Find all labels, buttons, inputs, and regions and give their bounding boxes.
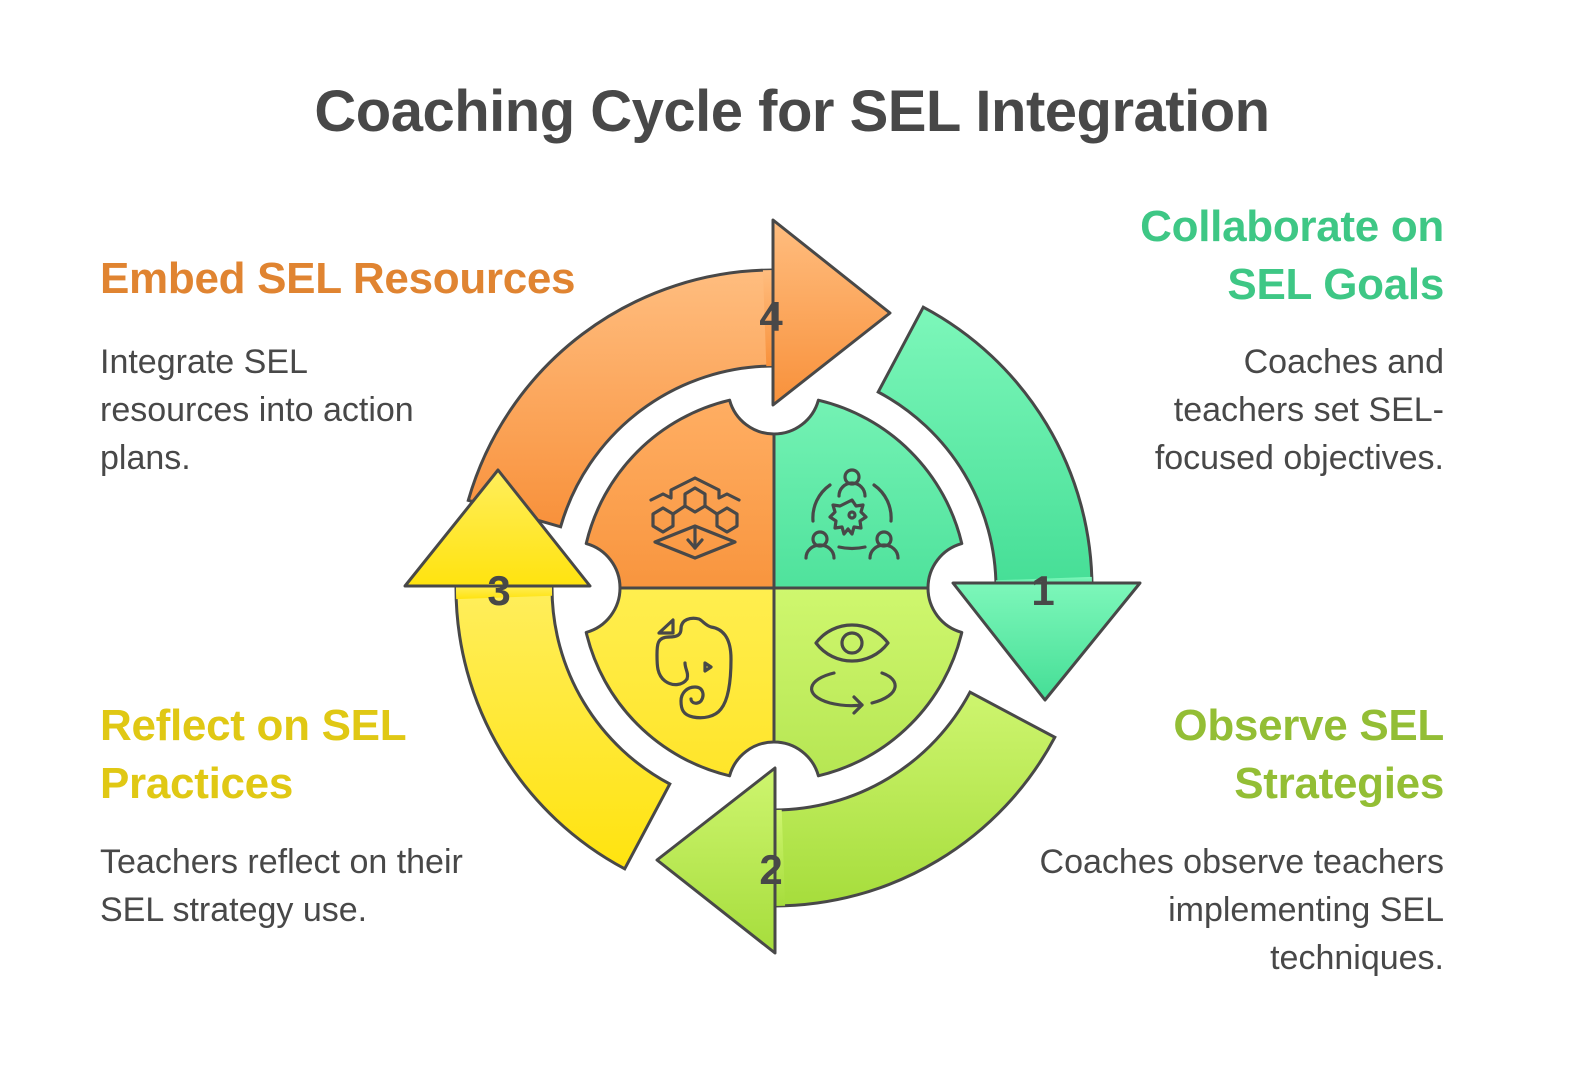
step-2-desc-line: implementing SEL	[1168, 891, 1444, 929]
step-4-description: Integrate SEL resources into action plan…	[100, 338, 414, 482]
step-4-desc-line: plans.	[100, 439, 191, 477]
step-3-pie-segment	[584, 586, 776, 778]
step-4-title-line: Embed SEL Resources	[100, 254, 576, 303]
step-3-title: Reflect on SEL Practices	[100, 697, 407, 813]
elephant-icon	[655, 616, 733, 720]
step-1-desc-line: focused objectives.	[1154, 439, 1444, 477]
step-1-title: Collaborate on SEL Goals	[1140, 198, 1444, 314]
center-pie	[584, 398, 964, 778]
page-title: Coaching Cycle for SEL Integration	[314, 79, 1270, 144]
step-2-desc-line: Coaches observe teachers	[1039, 843, 1444, 881]
step-2-title-line: Observe SEL	[1173, 701, 1444, 750]
step-4-desc-line: Integrate SEL	[100, 343, 308, 381]
step-2-title: Observe SEL Strategies	[1173, 697, 1444, 813]
hexagon-network-icon	[649, 476, 741, 560]
step-3-description: Teachers reflect on their SEL strategy u…	[100, 838, 463, 934]
step-1-arrow-head	[951, 581, 1142, 702]
step-4-pie-segment	[584, 398, 776, 590]
step-4-number: 4	[759, 293, 783, 340]
center-icons	[649, 468, 900, 720]
step-3-desc-line: SEL strategy use.	[100, 891, 368, 929]
step-2-description: Coaches observe teachers implementing SE…	[1040, 838, 1444, 982]
step-3-arrow-seam	[455, 585, 553, 600]
eye-rotate-icon	[810, 623, 897, 715]
step-3-title-line: Practices	[100, 759, 294, 808]
step-1-number: 1	[1031, 567, 1054, 614]
step-2-number: 2	[759, 846, 782, 893]
step-2-arrow-head	[655, 766, 777, 955]
step-1-title-line: Collaborate on	[1140, 202, 1444, 251]
step-4-desc-line: resources into action	[100, 391, 414, 429]
step-4-title: Embed SEL Resources	[100, 250, 576, 308]
step-3-title-line: Reflect on SEL	[100, 701, 407, 750]
step-1-desc-line: teachers set SEL-	[1173, 391, 1444, 429]
step-1-title-line: SEL Goals	[1227, 260, 1444, 309]
step-2-pie-segment	[772, 586, 964, 778]
step-1-pie-segment	[772, 398, 964, 590]
step-3-arrow-head	[403, 468, 592, 588]
step-4-arrow-head	[771, 218, 892, 407]
step-3-number: 3	[487, 567, 510, 614]
step-1-desc-line: Coaches and	[1243, 343, 1444, 381]
step-numbers: 4 1 2 3	[487, 293, 1054, 893]
team-gear-icon	[804, 468, 900, 560]
step-2-title-line: Strategies	[1234, 759, 1444, 808]
step-2-desc-line: techniques.	[1270, 939, 1444, 977]
step-3-desc-line: Teachers reflect on their	[100, 843, 463, 881]
cycle-arrows	[403, 218, 1142, 955]
step-1-description: Coaches and teachers set SEL- focused ob…	[1155, 338, 1444, 482]
